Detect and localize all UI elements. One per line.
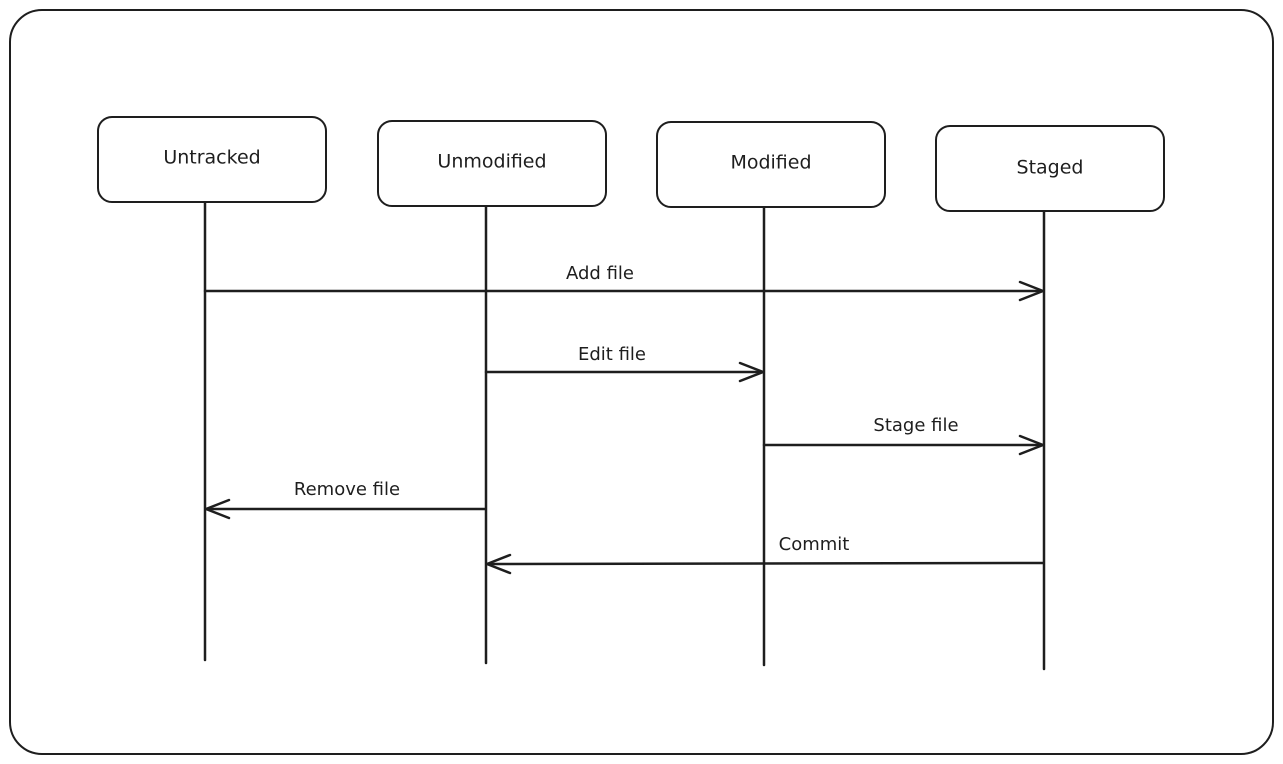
state-untracked[interactable]: Untracked (97, 116, 327, 203)
message-label-stage-file: Stage file (873, 415, 958, 436)
arrowhead-stage-file (1018, 434, 1045, 456)
message-label-remove-file: Remove file (294, 479, 400, 500)
state-box-staged (935, 125, 1165, 212)
message-label-add-file: Add file (566, 263, 634, 284)
state-box-modified (656, 121, 886, 208)
message-label-commit: Commit (779, 534, 850, 555)
message-add-file[interactable]: Add file (203, 263, 1045, 302)
message-label-edit-file: Edit file (578, 344, 646, 365)
state-label-unmodified: Unmodified (437, 151, 546, 173)
state-unmodified[interactable]: Unmodified (377, 120, 607, 207)
arrowhead-add-file (1018, 280, 1045, 302)
message-commit[interactable]: Commit (485, 534, 1045, 575)
state-box-unmodified (377, 120, 607, 207)
diagram-frame (9, 9, 1274, 755)
message-stage-file[interactable]: Stage file (762, 415, 1045, 456)
arrowhead-edit-file (738, 361, 765, 383)
state-modified[interactable]: Modified (656, 121, 886, 208)
state-label-untracked: Untracked (163, 147, 260, 169)
state-box-untracked (97, 116, 327, 203)
arrow-commit (485, 561, 1045, 566)
arrowhead-commit (485, 553, 512, 575)
state-staged[interactable]: Staged (935, 125, 1165, 212)
arrowhead-remove-file (204, 498, 231, 520)
message-edit-file[interactable]: Edit file (484, 344, 765, 383)
message-remove-file[interactable]: Remove file (204, 479, 487, 520)
state-label-staged: Staged (1017, 157, 1084, 179)
state-label-modified: Modified (730, 152, 811, 174)
